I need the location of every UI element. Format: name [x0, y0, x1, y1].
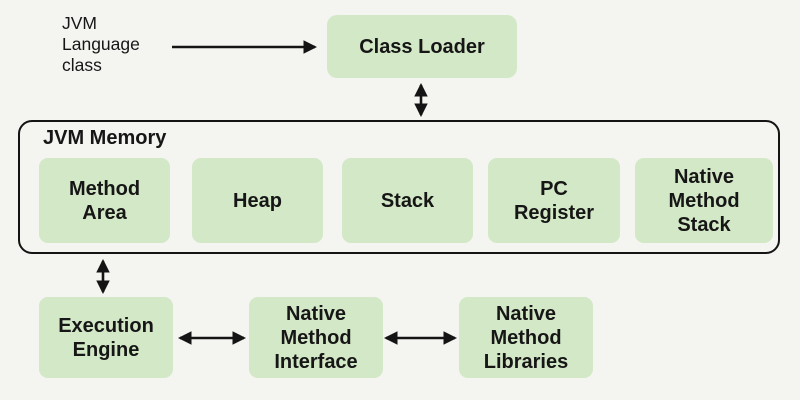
method-area-box: Method Area: [39, 158, 170, 243]
native-method-interface-box: Native Method Interface: [249, 297, 383, 378]
stack-box: Stack: [342, 158, 473, 243]
native-method-libraries-box: Native Method Libraries: [459, 297, 593, 378]
execution-engine-box: Execution Engine: [39, 297, 173, 378]
class-loader-box: Class Loader: [327, 15, 517, 78]
pc-register-box: PC Register: [488, 158, 620, 243]
jvm-memory-title: JVM Memory: [43, 127, 167, 149]
jvm-language-class-label: JVM Language class: [62, 13, 140, 75]
jvm-memory-container: JVM Memory Method Area Heap Stack PC Reg…: [18, 120, 780, 254]
native-method-stack-box: Native Method Stack: [635, 158, 773, 243]
heap-box: Heap: [192, 158, 323, 243]
